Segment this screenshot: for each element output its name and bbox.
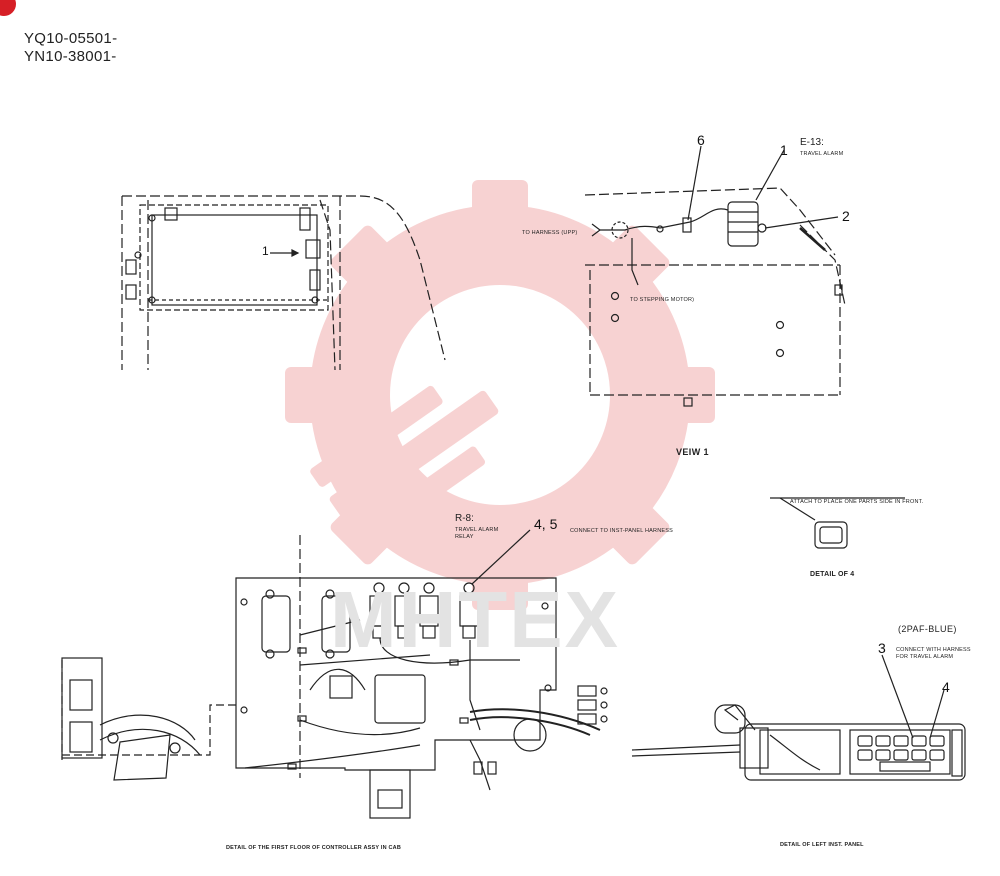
left-panel-drawing <box>631 654 966 781</box>
serial-number-1: YQ10-05501- <box>24 30 118 47</box>
detail4-note: ATTACH TO PLACE ONE PARTS SIDE IN FRONT. <box>790 499 924 505</box>
view1-drawing <box>584 145 846 407</box>
view1-title: VEIW 1 <box>676 447 709 457</box>
callout-6: 6 <box>697 132 705 148</box>
detail4-drawing <box>770 497 905 549</box>
callout-2: 2 <box>842 208 850 224</box>
connect-harness-line2: FOR TRAVEL ALARM <box>896 654 954 660</box>
connect-harness-line1: CONNECT WITH HARNESS <box>896 647 971 653</box>
controller-board-drawing <box>60 529 608 819</box>
component-code-e13: E-13: <box>800 137 824 148</box>
connect-inst-panel-note: CONNECT TO INST-PANEL HARNESS <box>570 528 673 534</box>
callout-4-5: 4, 5 <box>534 516 558 532</box>
detail4-caption: DETAIL OF 4 <box>810 571 855 578</box>
component-name-travel-alarm: TRAVEL ALARM <box>800 151 844 157</box>
controller-detail-caption: DETAIL OF THE FIRST FLOOR OF CONTROLLER … <box>226 845 401 851</box>
callout-4-panel: 4 <box>942 679 950 695</box>
cab-panel-drawing <box>125 204 330 311</box>
watermark-text: MHTEX <box>330 575 620 664</box>
connector-label-2paf: (2PAF-BLUE) <box>898 624 957 634</box>
relay-name-line1: TRAVEL ALARM <box>455 527 499 533</box>
callout-1-view1: 1 <box>780 142 788 158</box>
callout-1-cab: 1 <box>262 244 269 258</box>
cab-frame-drawing <box>121 195 446 371</box>
travel-alarm-icon <box>727 201 767 247</box>
left-panel-caption: DETAIL OF LEFT INST. PANEL <box>780 842 864 848</box>
relay-code-r8: R-8: <box>455 513 474 524</box>
to-stepping-motor-label: TO STEPPING MOTOR) <box>630 297 695 303</box>
to-harness-label: TO HARNESS (UPP) <box>522 230 578 236</box>
corner-mark-icon <box>0 0 16 16</box>
serial-number-2: YN10-38001- <box>24 48 117 65</box>
callout-3: 3 <box>878 640 886 656</box>
relay-name-line2: RELAY <box>455 534 474 540</box>
